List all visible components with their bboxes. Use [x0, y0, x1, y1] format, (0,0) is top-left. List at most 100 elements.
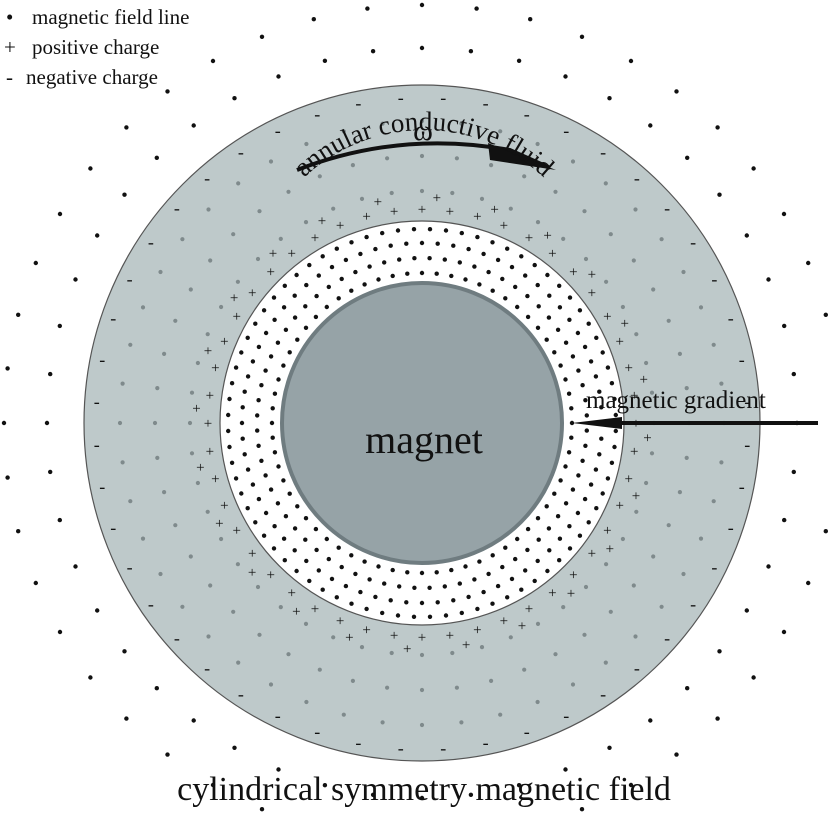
field-line-dot — [505, 246, 510, 251]
positive-charge-mark: + — [230, 290, 238, 306]
field-line-dot — [486, 571, 491, 577]
positive-charge-mark: + — [204, 343, 212, 359]
positive-charge-mark: + — [500, 218, 508, 234]
field-line-dot — [272, 317, 277, 322]
field-line-dot — [558, 363, 563, 368]
negative-charge-mark: - — [744, 434, 750, 454]
field-line-dot — [823, 312, 828, 317]
field-line-dot — [567, 295, 573, 300]
field-line-dot — [489, 678, 494, 684]
field-line-dot — [57, 211, 63, 217]
field-line-dot — [490, 288, 495, 293]
field-line-dot — [411, 227, 417, 232]
field-line-dot — [557, 558, 562, 563]
field-line-dot — [304, 282, 309, 288]
field-line-dot — [326, 556, 331, 562]
field-line-dot — [588, 359, 594, 364]
field-line-dot — [419, 687, 425, 693]
negative-charge-mark: - — [483, 93, 489, 113]
field-line-dot — [180, 237, 185, 242]
negative-charge-mark: - — [355, 93, 361, 113]
legend-minus-label: negative charge — [26, 65, 158, 89]
field-line-dot — [806, 260, 811, 266]
field-line-dot — [329, 576, 335, 582]
field-line-dot — [364, 606, 369, 612]
field-line-dot — [545, 568, 550, 574]
field-line-dot — [513, 284, 518, 290]
field-line-dot — [490, 601, 495, 606]
field-line-dot — [474, 6, 479, 11]
field-line-dot — [189, 451, 195, 456]
field-line-dot — [259, 34, 265, 39]
field-line-dot — [292, 293, 297, 298]
negative-charge-mark: - — [664, 628, 670, 648]
field-line-dot — [547, 293, 552, 298]
positive-charge-mark: + — [620, 316, 628, 332]
field-line-dot — [782, 323, 787, 329]
positive-charge-mark: + — [248, 286, 256, 302]
field-line-dot — [353, 571, 358, 577]
positive-charge-mark: + — [215, 516, 223, 532]
field-line-dot — [634, 509, 639, 514]
field-line-dot — [419, 570, 425, 576]
field-line-dot — [522, 174, 527, 179]
field-line-dot — [580, 458, 585, 463]
field-line-dot — [16, 529, 21, 534]
field-line-dot — [397, 257, 402, 262]
field-line-dot — [245, 506, 250, 511]
field-line-dot — [459, 720, 464, 725]
field-line-dot — [516, 58, 522, 63]
field-line-dot — [419, 188, 425, 194]
field-line-dot — [583, 443, 588, 448]
field-line-dot — [553, 189, 558, 194]
field-line-dot — [593, 374, 599, 379]
field-line-dot — [257, 632, 262, 637]
field-line-dot — [584, 413, 589, 418]
field-line-dot — [292, 315, 298, 320]
field-line-dot — [519, 587, 524, 592]
field-line-dot — [766, 564, 771, 569]
field-line-dot — [677, 351, 683, 356]
field-line-dot — [165, 89, 170, 94]
negative-charge-mark: - — [238, 684, 244, 704]
field-line-dot — [427, 227, 433, 232]
field-line-dot — [711, 499, 716, 504]
field-line-dot — [508, 206, 513, 211]
negative-charge-mark: - — [398, 738, 404, 758]
field-line-dot — [613, 412, 618, 418]
field-line-dot — [505, 595, 510, 600]
field-line-dot — [523, 273, 528, 278]
field-line-dot — [385, 156, 390, 161]
field-line-dot — [395, 613, 401, 618]
field-line-dot — [569, 406, 574, 411]
positive-charge-mark: + — [232, 523, 240, 539]
field-line-dot — [256, 496, 262, 502]
rotation-arrow-head — [488, 143, 556, 170]
field-line-dot — [255, 428, 260, 433]
positive-charge-mark: + — [248, 565, 256, 581]
field-line-dot — [307, 262, 312, 268]
field-line-dot — [343, 257, 349, 263]
negative-charge-mark: - — [314, 722, 320, 742]
positive-charge-mark: + — [292, 604, 300, 620]
field-line-dot — [472, 264, 477, 269]
field-line-dot — [376, 277, 381, 282]
field-line-dot — [317, 667, 322, 672]
field-line-dot — [219, 304, 224, 310]
field-line-dot — [259, 807, 265, 812]
negative-charge-mark: - — [634, 658, 640, 678]
field-line-dot — [468, 792, 474, 797]
negative-charge-mark: - — [728, 308, 734, 328]
field-line-dot — [594, 506, 599, 511]
field-line-dot — [613, 428, 618, 434]
positive-charge-mark: + — [603, 309, 611, 325]
field-line-dot — [719, 381, 724, 386]
field-line-dot — [751, 166, 756, 171]
field-line-dot — [261, 533, 267, 538]
field-line-dot — [307, 578, 312, 584]
positive-charge-mark: + — [518, 619, 526, 635]
figure-caption: cylindrical symmetry magnetic field — [177, 771, 671, 808]
field-line-dot — [515, 536, 520, 542]
field-line-dot — [677, 490, 683, 495]
field-line-dot — [659, 604, 664, 609]
